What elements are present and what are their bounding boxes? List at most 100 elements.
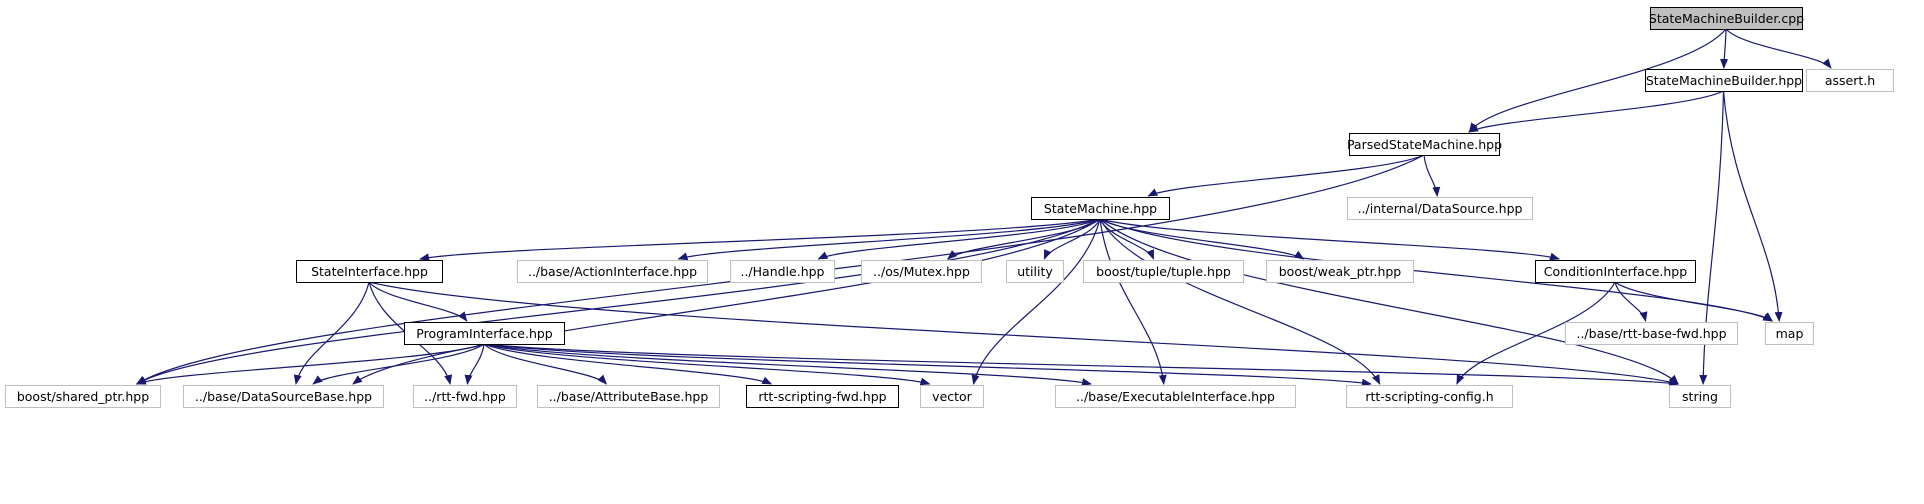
node-box (920, 385, 984, 408)
node-statemachine-hpp[interactable]: StateMachine.hpp (1031, 197, 1170, 220)
node-label: ../rtt-fwd.hpp (424, 389, 506, 404)
edge-n4-n25 (1099, 218, 1679, 385)
edge-n14-n25 (483, 343, 1680, 387)
node-box (1535, 260, 1696, 283)
node-label: ../Handle.hpp (740, 264, 824, 279)
node-label: map (1776, 326, 1804, 341)
node-box (413, 385, 517, 408)
node-label: StateMachineBuilder.cpp (1649, 11, 1804, 26)
node-internal-datasource-hpp: ../internal/DataSource.hpp (1347, 197, 1533, 220)
edge-n0-n1 (1720, 28, 1729, 69)
node-base-executableinterface-hpp: ../base/ExecutableInterface.hpp (1055, 385, 1296, 408)
node-label: ConditionInterface.hpp (1544, 264, 1687, 279)
edge-n14-n21 (483, 343, 773, 385)
edge-n4-n24 (1099, 218, 1381, 385)
edge-n13-n15 (1614, 281, 1648, 322)
node-box (1650, 7, 1803, 30)
node-statemachinebuilder-cpp[interactable]: StateMachineBuilder.cpp (1649, 7, 1804, 30)
node-parsedstatemachine-hpp[interactable]: ParsedStateMachine.hpp (1347, 133, 1502, 156)
edge-n0-n3 (1468, 28, 1727, 133)
node-label: ../base/DataSourceBase.hpp (195, 389, 372, 404)
node-label: ../base/AttributeBase.hpp (549, 389, 709, 404)
node-vector: vector (920, 385, 984, 408)
node-box (1006, 260, 1064, 283)
edge-n14-n20 (483, 343, 608, 385)
node-label: ProgramInterface.hpp (416, 326, 553, 341)
node-utility: utility (1006, 260, 1064, 283)
edge-n4-n7 (677, 218, 1101, 261)
edge-n4-n10 (1043, 218, 1101, 260)
node-label: assert.h (1825, 73, 1875, 88)
node-label: boost/shared_ptr.hpp (17, 389, 149, 404)
node-programinterface-hpp[interactable]: ProgramInterface.hpp (404, 322, 565, 345)
node-box (861, 260, 982, 283)
node-box (746, 385, 899, 408)
node-label: StateMachine.hpp (1044, 201, 1157, 216)
node-label: ../base/ActionInterface.hpp (528, 264, 697, 279)
node-box (404, 322, 565, 345)
node-stateinterface-hpp[interactable]: StateInterface.hpp (296, 260, 443, 283)
edge-n4-n8 (817, 218, 1101, 260)
node-statemachinebuilder-hpp[interactable]: StateMachineBuilder.hpp (1645, 69, 1803, 92)
edge-n14-n22 (483, 343, 931, 386)
node-box (1806, 69, 1894, 92)
node-label: StateInterface.hpp (311, 264, 428, 279)
node-box (1669, 385, 1731, 408)
node-label: StateMachineBuilder.hpp (1646, 73, 1802, 88)
node-string: string (1669, 385, 1731, 408)
node-box (1346, 385, 1513, 408)
node-label: vector (932, 389, 973, 404)
nodes: StateMachineBuilder.cppStateMachineBuild… (5, 7, 1894, 408)
node-base-attributebase-hpp: ../base/AttributeBase.hpp (537, 385, 720, 408)
node-box (1083, 260, 1244, 283)
node-rtt-scripting-fwd-hpp[interactable]: rtt-scripting-fwd.hpp (746, 385, 899, 408)
node-map: map (1765, 322, 1814, 345)
node-base-actioninterface-hpp: ../base/ActionInterface.hpp (517, 260, 708, 283)
edge-n13-n24 (1456, 281, 1616, 385)
node-rtt-fwd-hpp: ../rtt-fwd.hpp (413, 385, 517, 408)
edge-n4-n22 (971, 218, 1101, 385)
node-box (1347, 197, 1533, 220)
node-label: utility (1017, 264, 1053, 279)
node-label: ParsedStateMachine.hpp (1347, 137, 1502, 152)
edge-n1-n3 (1468, 90, 1724, 133)
node-box (1349, 133, 1500, 156)
node-handle-hpp: ../Handle.hpp (730, 260, 835, 283)
node-label: ../base/rtt-base-fwd.hpp (1576, 326, 1726, 341)
node-box (183, 385, 384, 408)
node-label: boost/weak_ptr.hpp (1279, 264, 1402, 279)
node-label: rtt-scripting-config.h (1365, 389, 1493, 404)
node-label: boost/tuple/tuple.hpp (1096, 264, 1231, 279)
node-conditioninterface-hpp[interactable]: ConditionInterface.hpp (1535, 260, 1696, 283)
edge-n3-n5 (1423, 154, 1441, 197)
node-label: ../os/Mutex.hpp (873, 264, 970, 279)
edge-n1-n25 (1699, 90, 1725, 385)
node-label: ../internal/DataSource.hpp (1358, 201, 1523, 216)
edge-n14-n19 (464, 343, 485, 385)
node-rtt-scripting-config-h: rtt-scripting-config.h (1346, 385, 1513, 408)
edge-n14-n24 (483, 343, 1372, 387)
edge-n6-n25 (368, 281, 1680, 386)
edge-n0-n2 (1725, 28, 1832, 69)
node-box (1266, 260, 1414, 283)
edge-n4-n17 (135, 218, 1101, 385)
edge-n13-n16 (1614, 281, 1773, 322)
edge-n6-n18 (293, 281, 370, 385)
node-assert-h: assert.h (1806, 69, 1894, 92)
edge-n14-n23 (483, 343, 1092, 386)
node-label: ../base/ExecutableInterface.hpp (1076, 389, 1275, 404)
edge-n4-n18 (352, 218, 1101, 385)
node-box (1645, 69, 1803, 92)
node-boost-shared-ptr-hpp: boost/shared_ptr.hpp (5, 385, 161, 408)
edge-n4-n23 (1099, 218, 1167, 385)
node-box (730, 260, 835, 283)
edge-n1-n16 (1722, 90, 1783, 322)
node-box (296, 260, 443, 283)
node-box (1055, 385, 1296, 408)
node-label: rtt-scripting-fwd.hpp (758, 389, 886, 404)
edge-n3-n4 (1147, 154, 1425, 197)
edge-n14-n18 (312, 343, 485, 385)
edge-n14-n17 (135, 343, 485, 385)
node-base-datasourcebase-hpp: ../base/DataSourceBase.hpp (183, 385, 384, 408)
